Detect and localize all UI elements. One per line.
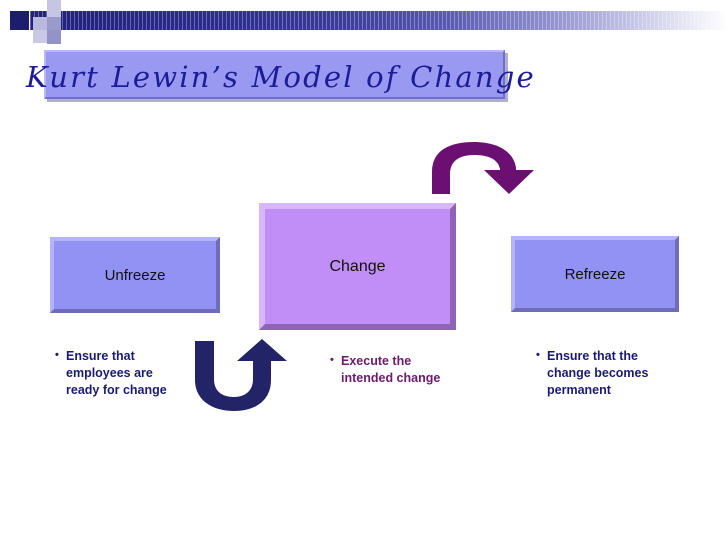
list-item: Ensure that the change becomes permanent <box>536 347 661 399</box>
stage-label-change: Change <box>329 257 386 275</box>
stage-label-unfreeze: Unfreeze <box>104 266 166 284</box>
list-item: Ensure that employees are ready for chan… <box>55 347 168 399</box>
header-gradient-bar <box>30 11 728 30</box>
curved-arch-arrow-down-right-icon <box>430 140 550 196</box>
stage-box-unfreeze[interactable]: Unfreeze <box>50 237 220 313</box>
stage-label-refreeze: Refreeze <box>564 265 626 283</box>
decor-square-mid-upper <box>33 17 47 30</box>
decor-square-light-top <box>47 0 61 17</box>
stage-box-refreeze[interactable]: Refreeze <box>511 236 679 312</box>
list-item: Execute the intended change <box>330 352 447 387</box>
curved-u-arrow-up-icon <box>193 339 293 411</box>
title-background-box <box>44 50 505 99</box>
bullet-list-unfreeze: Ensure that employees are ready for chan… <box>52 347 168 399</box>
decor-square-mid-bottom <box>47 30 61 44</box>
page-title: Kurt Lewin’s Model of Change <box>26 60 536 94</box>
decor-square-mid-right <box>47 17 61 30</box>
decor-corner-white <box>0 0 10 11</box>
decor-square-dark <box>10 11 29 30</box>
bullet-list-change: Execute the intended change <box>327 352 447 387</box>
stage-box-change[interactable]: Change <box>259 203 456 330</box>
bullet-list-refreeze: Ensure that the change becomes permanent <box>533 347 661 399</box>
decor-square-mid-lower <box>33 30 47 43</box>
